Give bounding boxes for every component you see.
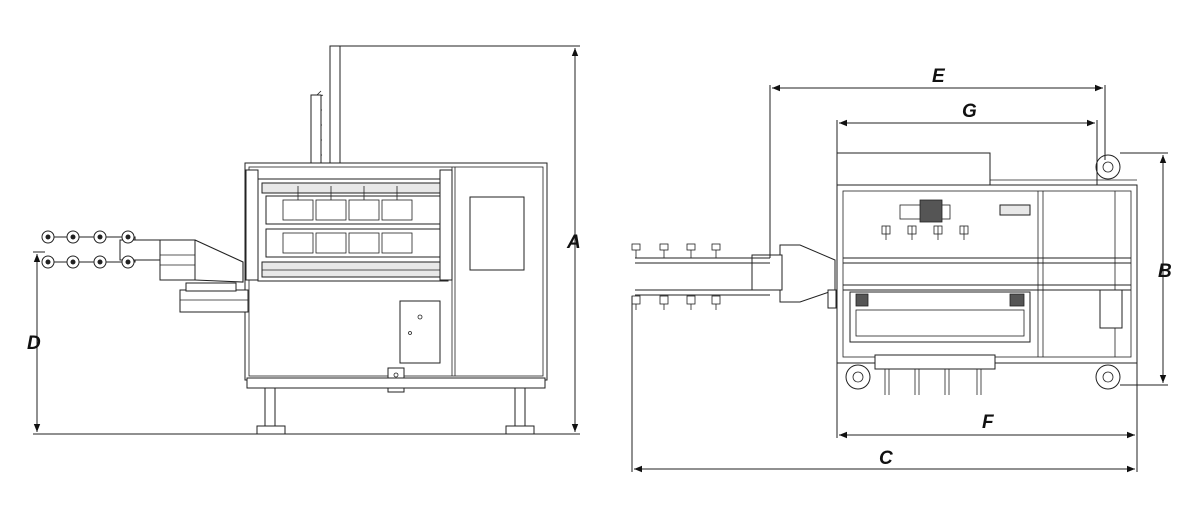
dimension-label-a: A — [566, 232, 581, 253]
dimension-label-f: F — [982, 412, 995, 433]
dimension-a — [285, 45, 580, 435]
cabinet-window — [469, 196, 525, 271]
lower-door — [399, 300, 441, 364]
cabinet-base — [246, 377, 546, 389]
leg-left — [264, 387, 276, 427]
dimension-label-g: G — [962, 101, 977, 122]
top-view: E G B F C — [631, 66, 1172, 473]
top-hood — [836, 152, 991, 186]
top-grippers — [881, 199, 969, 240]
vertical-column — [329, 45, 341, 167]
dimension-c — [631, 296, 1135, 473]
front-view: A D — [27, 45, 581, 435]
dimension-d — [33, 251, 260, 435]
dimension-label-e: E — [932, 66, 946, 87]
bottom-outlets — [874, 354, 996, 395]
cable-chain-body — [310, 94, 322, 166]
side-tray — [179, 289, 249, 313]
top-conveyor — [849, 291, 1031, 343]
dimension-label-d: D — [27, 333, 41, 354]
leg-right — [514, 387, 526, 427]
dimension-b — [1120, 152, 1168, 386]
dimension-e — [769, 84, 1106, 258]
top-suction-cups — [631, 243, 721, 310]
dimension-label-b: B — [1158, 261, 1172, 282]
gripper-head — [159, 239, 196, 281]
suction-cup-array — [41, 230, 161, 269]
top-feet — [845, 154, 1121, 390]
dimension-f — [836, 363, 1138, 472]
dimension-g — [836, 119, 1098, 185]
side-arm-head — [779, 244, 836, 303]
dimension-label-c: C — [879, 448, 893, 469]
